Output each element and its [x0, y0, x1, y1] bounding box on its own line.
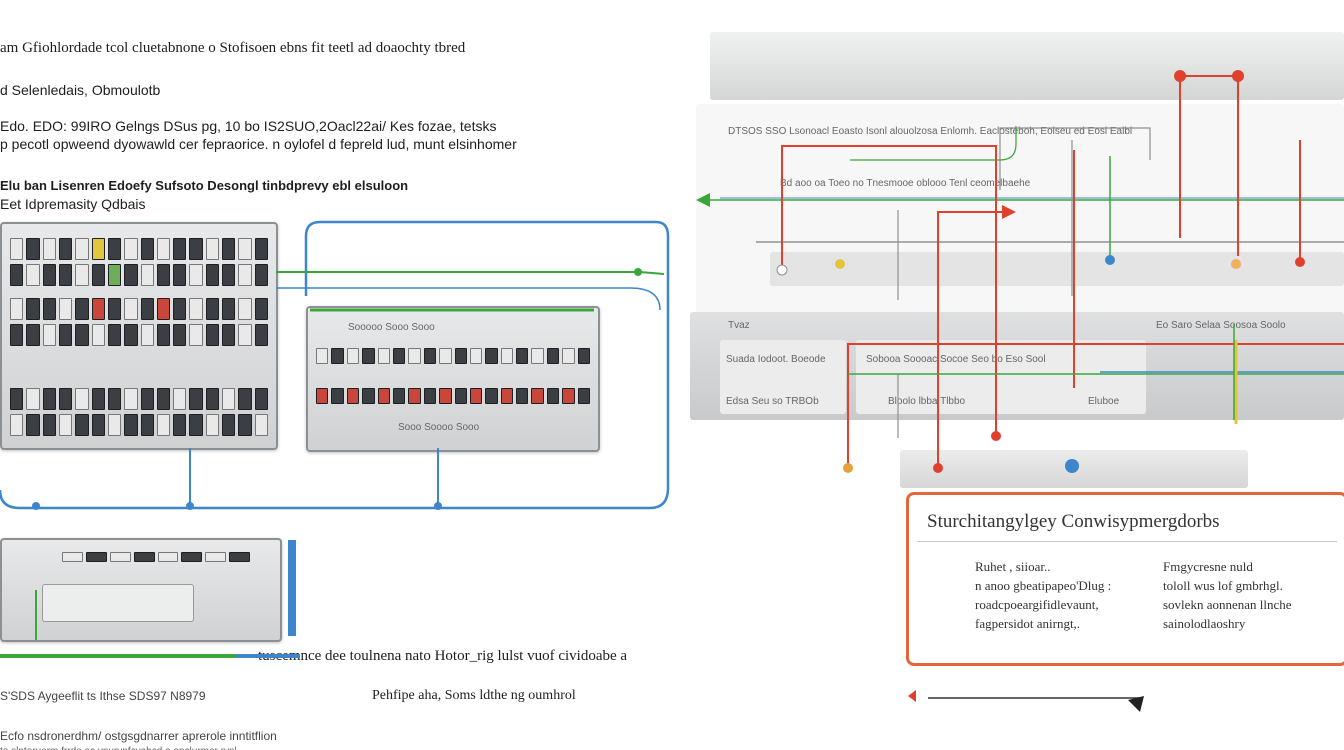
node-marker	[843, 463, 853, 473]
middle-row-text-4: Edsa Seu so TRBOb	[726, 396, 819, 407]
blue-link-2	[276, 287, 661, 311]
node-marker	[776, 264, 788, 276]
node-marker	[1174, 70, 1186, 82]
middle-row-text-5: Eo Saro Selaa Soosoa Soolo	[1156, 320, 1286, 331]
middle-panel-label: Tvaz	[728, 320, 750, 331]
middle-row-text-1: Suada Iodoot. Boeode	[726, 354, 826, 365]
reference-legend-column-left: Ruhet , siioar.. n anoo gbeatipapeo'Dlug…	[975, 557, 1111, 633]
upper-panel-row-text-2: Bd aoo oa Toeo no Tnesmooe oblooo Tenl c…	[780, 178, 1031, 189]
header-text-line-2: d Selenledais, Obmoulotb	[0, 82, 161, 98]
middle-panel-inner-right	[856, 340, 1146, 414]
node-marker	[434, 502, 442, 510]
arrow-marker	[1128, 696, 1144, 712]
reference-legend-box: Sturchitangylgey Conwisypmergdorbs Ruhet…	[906, 492, 1344, 666]
switch-port-row-1	[10, 238, 268, 260]
middle-row-text-2: Sobooa Soooac Socoe Seo bo Eso Sool	[866, 354, 1046, 365]
reference-left-line: n anoo gbeatipapeo'Dlug :	[975, 578, 1112, 593]
server-unit-ports	[62, 552, 250, 562]
section-subheading: Eet Idpremasity Qdbais	[0, 196, 146, 212]
caption-main: tuscemnce dee toulnena nato Hotor_rig lu…	[258, 648, 628, 664]
green-curve-line	[850, 126, 1017, 161]
node-marker	[1231, 259, 1241, 269]
node-marker	[186, 502, 194, 510]
node-marker	[32, 502, 40, 510]
node-marker	[1065, 459, 1079, 473]
reference-right-line: tololl wus lof gmbrhgl.	[1163, 578, 1283, 593]
gray-bracket-line	[999, 127, 1151, 190]
upper-panel-bar	[770, 252, 1344, 286]
switch-secondary-ports-2	[316, 388, 591, 404]
header-text-line-1: am Gfiohlordade tcol cluetabnone o Stofi…	[0, 40, 466, 56]
switch-stack-primary	[0, 222, 278, 450]
switch-secondary-ports-1	[316, 348, 591, 364]
green-link-1	[276, 271, 665, 275]
reference-legend-title: Sturchitangylgey Conwisypmergdorbs	[927, 511, 1220, 532]
reference-right-line: Fmgycresne nuld	[1163, 559, 1253, 574]
switch-port-row-5	[10, 388, 268, 410]
middle-row-text-3: Bloolo lbba Tlbbo	[888, 396, 966, 407]
node-marker	[835, 259, 845, 269]
reference-legend-header	[917, 503, 1337, 542]
arrow-marker	[908, 690, 916, 702]
header-text-line-3: Edo. EDO: 99IRO Gelngs DSus pg, 10 bo IS…	[0, 118, 497, 134]
node-marker	[933, 463, 943, 473]
switch-secondary-top-label: Sooooo Sooo Sooo	[348, 322, 435, 333]
server-unit-drive-bay	[42, 584, 194, 622]
middle-panel-inner-left	[720, 340, 846, 414]
switch-secondary-bottom-label: Sooo Soooo Sooo	[398, 422, 480, 433]
node-marker	[991, 431, 1001, 441]
reference-left-line: Ruhet , siioar..	[975, 559, 1051, 574]
blue-link-loop	[0, 220, 670, 510]
switch-secondary: Sooooo Sooo Sooo Sooo Soooo Sooo	[306, 306, 600, 452]
reference-right-line: sovlekn aonnenan llnche	[1163, 597, 1292, 612]
caption-left-2: Ecfo nsdronerdhm/ ostgsgdnarrer aprerole…	[0, 729, 277, 743]
switch-port-row-2	[10, 264, 268, 286]
upper-panel-row-text: DTSOS SSO Lsonoacl Eoasto Isonl alouolzo…	[728, 126, 1133, 137]
header-text-line-4: p pecotl opweend dyowawld cer fepraorice…	[0, 136, 517, 152]
switch-port-row-3	[10, 298, 268, 320]
server-unit	[0, 538, 282, 642]
section-heading: Elu ban Lisenren Edoefy Sufsoto Desongl …	[0, 178, 409, 193]
node-marker	[1105, 255, 1115, 265]
arrow-marker	[1002, 205, 1016, 219]
red-line-left-box	[781, 145, 997, 438]
middle-row-text-6: Eluboe	[1088, 396, 1120, 407]
node-marker	[634, 268, 642, 276]
reference-right-line: sainolodlaoshry	[1163, 616, 1246, 631]
node-marker	[1295, 257, 1305, 267]
reference-left-line: roadcpoeargifidlevaunt,	[975, 597, 1099, 612]
reference-legend-column-right: Fmgycresne nuld tololl wus lof gmbrhgl. …	[1163, 557, 1292, 633]
red-line-lower	[847, 343, 1344, 470]
caption-left-1: S'SDS Aygeeflit ts Ithse SDS97 N8979	[0, 689, 206, 703]
switch-port-row-6	[10, 414, 268, 436]
caption-center: Pehfipe aha, Soms ldthe ng oumhrol	[372, 688, 576, 703]
switch-port-row-4	[10, 324, 268, 346]
caption-left-3: to slntoruerm frrde ac vnurvnfcvahcd a o…	[0, 744, 237, 750]
arrow-marker	[696, 193, 710, 207]
red-line-top-right	[1179, 75, 1239, 256]
node-marker	[1232, 70, 1244, 82]
red-line-center	[937, 211, 1010, 470]
reference-left-line: fagpersidot anirngt,.	[975, 616, 1081, 631]
